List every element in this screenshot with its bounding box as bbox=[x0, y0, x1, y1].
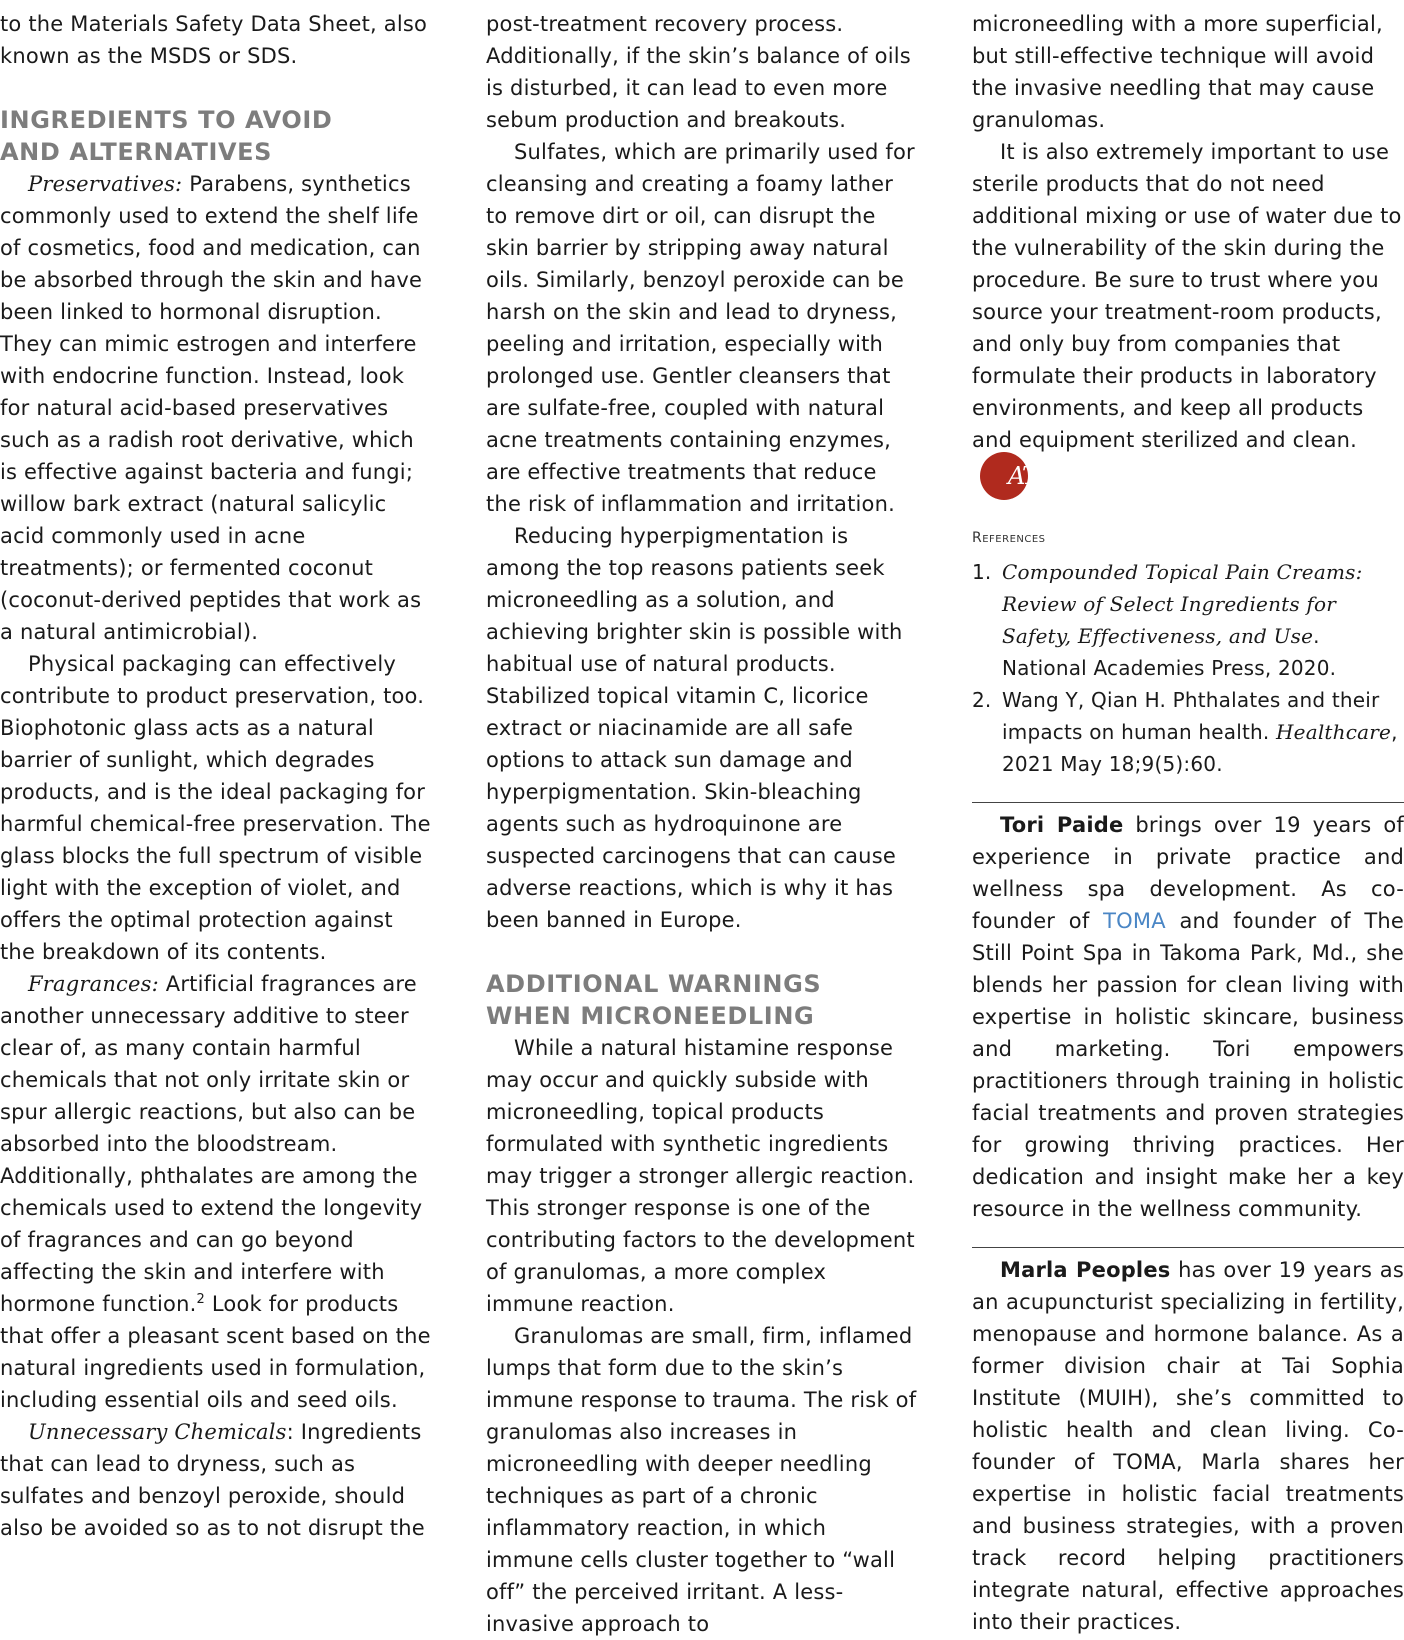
paragraph-superficial: microneedling with a more superficial, b… bbox=[972, 12, 1383, 132]
paragraph-msds: to the Materials Safety Data Sheet, also… bbox=[0, 12, 428, 68]
text-preservatives: Parabens, synthetics commonly used to ex… bbox=[0, 172, 423, 644]
heading-ingredients-to-avoid: INGREDIENTS TO AVOID AND ALTERNATIVES bbox=[0, 104, 432, 168]
bio-text: brings over 19 years of experience in pr… bbox=[972, 813, 1404, 933]
reference-item: 2. Wang Y, Qian H. Phthalates and their i… bbox=[972, 684, 1404, 780]
paragraph-recovery: post-treatment recovery process. Additio… bbox=[486, 12, 911, 132]
reference-number: 1. bbox=[972, 560, 992, 584]
label-preservatives: Preservatives: bbox=[28, 172, 183, 196]
text-sterile: It is also extremely important to use st… bbox=[972, 140, 1402, 452]
divider bbox=[972, 802, 1404, 803]
paragraph-sterile: It is also extremely important to use st… bbox=[972, 136, 1404, 504]
reference-journal: Healthcare bbox=[1276, 720, 1392, 744]
heading-additional-warnings: ADDITIONAL WARNINGS WHEN MICRONEEDLING bbox=[486, 968, 918, 1032]
reference-rest: , 2021 May 18;9(5):60. bbox=[1002, 720, 1398, 776]
reference-authors: Wang Y, Qian H. Phthalates and their imp… bbox=[1002, 688, 1380, 744]
paragraph-hyperpigmentation: Reducing hyperpigmentation is among the … bbox=[486, 524, 903, 932]
end-mark-logo: AT bbox=[980, 452, 1038, 500]
column-3: microneedling with a more superficial, b… bbox=[972, 8, 1404, 1638]
article-page: to the Materials Safety Data Sheet, also… bbox=[0, 12, 1404, 1636]
reference-title: Compounded Topical Pain Creams: Review o… bbox=[1002, 560, 1363, 648]
heading-line: WHEN MICRONEEDLING bbox=[486, 1002, 815, 1030]
label-fragrances: Fragrances: bbox=[28, 972, 159, 996]
paragraph-packaging: Physical packaging can effectively contr… bbox=[0, 652, 431, 964]
column-2: post-treatment recovery process. Additio… bbox=[486, 8, 918, 1640]
bio-text: has over 19 years as an acupuncturist sp… bbox=[972, 1258, 1404, 1634]
label-chemicals: Unnecessary Chemicals bbox=[28, 1420, 287, 1444]
references-list: 1. Compounded Topical Pain Creams: Review… bbox=[972, 556, 1404, 780]
reference-rest: . National Academies Press, 2020. bbox=[1002, 624, 1337, 680]
bio-text: and founder of The Still Point Spa in Ta… bbox=[972, 909, 1404, 1221]
bio-marla-peoples: Marla Peoples has over 19 years as an ac… bbox=[972, 1254, 1404, 1638]
toma-link[interactable]: TOMA bbox=[1103, 909, 1166, 933]
heading-line: AND ALTERNATIVES bbox=[0, 138, 273, 166]
paragraph-preservatives: Preservatives: Parabens, synthetics comm… bbox=[0, 168, 432, 648]
paragraph-chemicals: Unnecessary Chemicals: Ingredients that … bbox=[0, 1416, 432, 1544]
heading-line: ADDITIONAL WARNINGS bbox=[486, 970, 822, 998]
footnote-ref-2: 2 bbox=[196, 1292, 205, 1307]
column-1: to the Materials Safety Data Sheet, also… bbox=[0, 8, 432, 1544]
bio-name: Tori Paide bbox=[1000, 813, 1124, 837]
references-heading: References bbox=[972, 530, 1046, 546]
paragraph-granulomas: Granulomas are small, firm, inflamed lum… bbox=[486, 1324, 917, 1636]
paragraph-histamine: While a natural histamine response may o… bbox=[486, 1036, 915, 1316]
reference-number: 2. bbox=[972, 688, 992, 712]
divider bbox=[972, 1247, 1404, 1248]
paragraph-sulfates: Sulfates, which are primarily used for c… bbox=[486, 140, 915, 516]
reference-item: 1. Compounded Topical Pain Creams: Review… bbox=[972, 556, 1404, 684]
paragraph-fragrances: Fragrances: Artificial fragrances are an… bbox=[0, 968, 432, 1416]
bio-tori-paide: Tori Paide brings over 19 years of exper… bbox=[972, 809, 1404, 1225]
text-fragrances-b: Look for products that offer a pleasant … bbox=[0, 1292, 431, 1412]
text-fragrances-a: Artificial fragrances are another unnece… bbox=[0, 972, 423, 1316]
bio-name: Marla Peoples bbox=[1000, 1258, 1171, 1282]
heading-line: INGREDIENTS TO AVOID bbox=[0, 106, 333, 134]
